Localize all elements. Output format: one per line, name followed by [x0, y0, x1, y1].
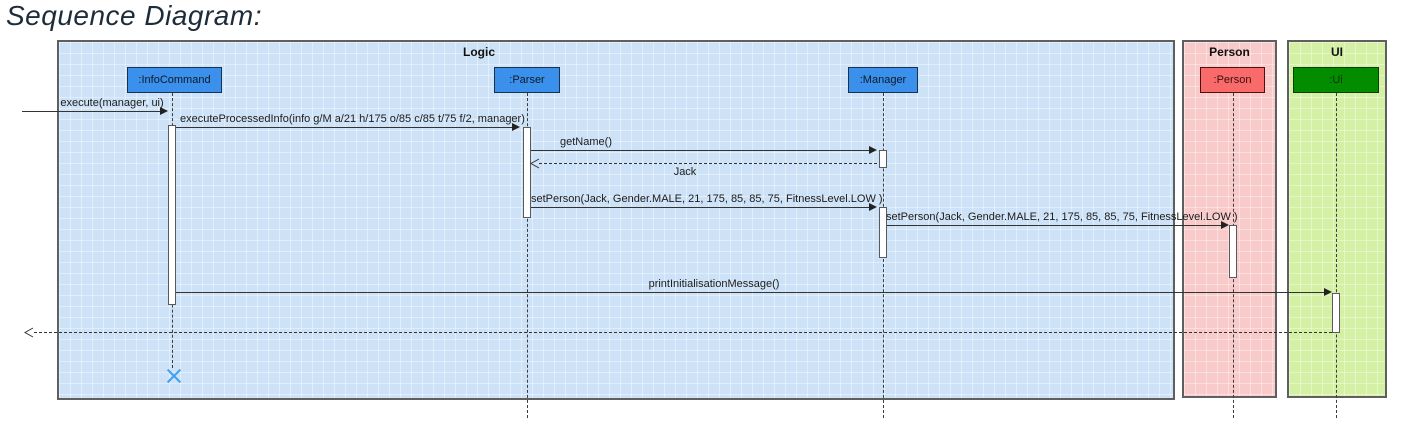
setperson2-message-label: setPerson(Jack, Gender.MALE, 21, 175, 85… [886, 211, 1238, 223]
executeprocessedinfo-arrowhead-icon [512, 123, 520, 131]
setperson1-message-label: setPerson(Jack, Gender.MALE, 21, 175, 85… [531, 193, 883, 205]
manager-activation-getname [879, 150, 887, 168]
execute-message-line [22, 111, 160, 112]
manager-box: :Manager [848, 67, 918, 93]
person-activation [1229, 225, 1237, 278]
executeprocessedinfo-message-line [176, 127, 512, 128]
person-box: :Person [1200, 67, 1265, 93]
setperson1-message-line [531, 207, 869, 208]
printinitialisationmessage-label: printInitialisationMessage() [648, 278, 780, 290]
parser-activation [523, 127, 531, 218]
manager-activation-setperson [879, 207, 887, 258]
ui-box: :Ui [1293, 67, 1379, 93]
printinitialisationmessage-line [176, 292, 1324, 293]
infocommand-destroy-x-icon [166, 368, 182, 384]
printinitialisationmessage-arrowhead-icon [1324, 288, 1332, 296]
execute-arrowhead-icon [160, 107, 168, 115]
final-return-open-arrowhead-icon [24, 327, 34, 338]
parser-box: :Parser [494, 67, 560, 93]
jack-return-label: Jack [673, 166, 697, 178]
page-title: Sequence Diagram: [6, 0, 262, 31]
jack-return-line [539, 163, 877, 164]
setperson1-arrowhead-icon [869, 203, 877, 211]
setperson2-message-line [887, 225, 1221, 226]
final-return-line [34, 332, 1332, 333]
getname-message-label: getName() [560, 136, 612, 148]
ui-activation [1332, 293, 1340, 333]
execute-message-label: execute(manager, ui) [60, 97, 164, 109]
parser-lifeline [527, 93, 528, 418]
getname-arrowhead-icon [869, 146, 877, 154]
logic-frame-label: Logic [463, 45, 495, 59]
infocommand-activation [168, 125, 176, 305]
ui-frame [1287, 40, 1387, 398]
person-frame-label: Person [1209, 45, 1250, 59]
getname-message-line [531, 150, 869, 151]
setperson2-arrowhead-icon [1221, 221, 1229, 229]
jack-return-open-arrowhead-icon [530, 158, 540, 169]
person-frame [1182, 40, 1277, 398]
logic-frame [57, 40, 1175, 400]
ui-lifeline [1336, 93, 1337, 418]
infocommand-box: :InfoCommand [127, 67, 222, 93]
ui-frame-label: UI [1331, 45, 1343, 59]
executeprocessedinfo-message-label: executeProcessedInfo(info g/M a/21 h/175… [180, 113, 525, 125]
